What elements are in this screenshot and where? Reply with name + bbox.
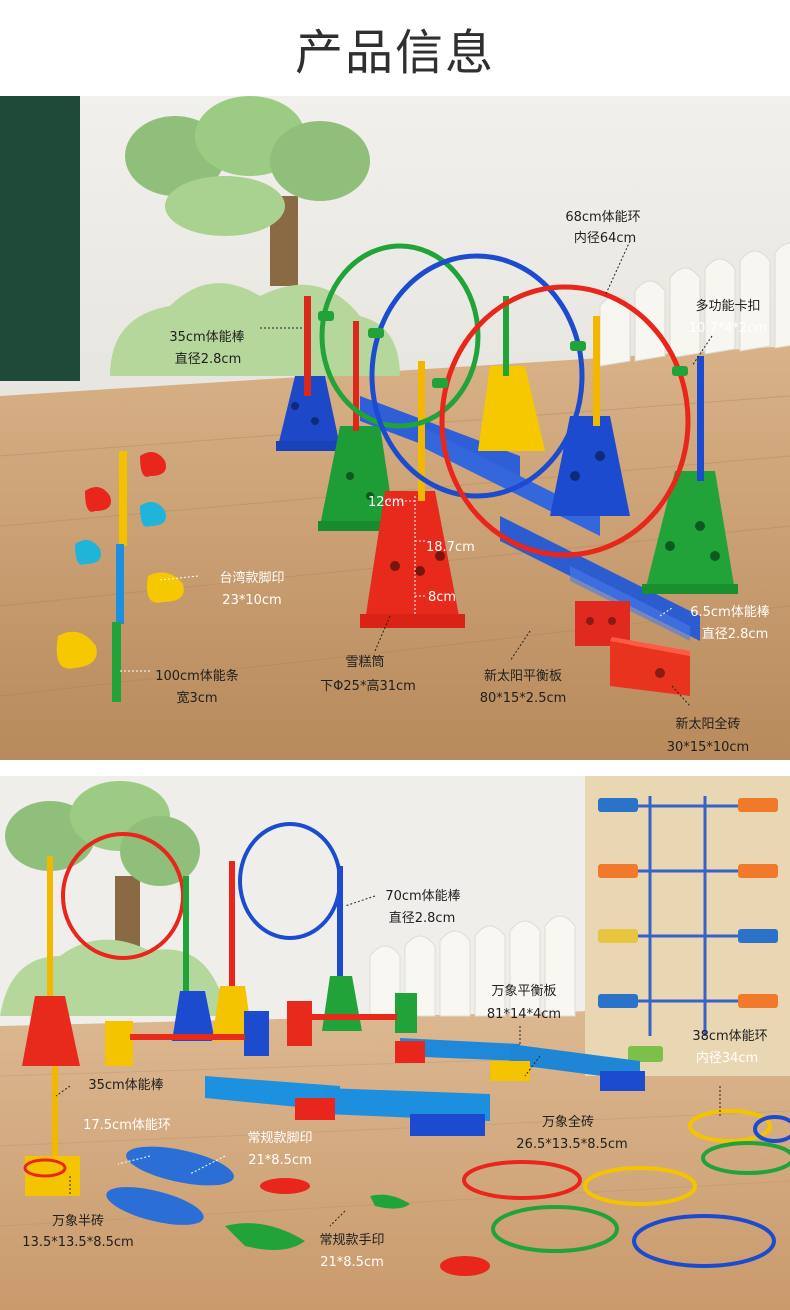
footprint-size-label: 23*10cm — [222, 593, 281, 608]
ring68-size-label: 内径64cm — [574, 230, 636, 246]
climbing-net-wall — [585, 776, 790, 1076]
multi-clips — [318, 311, 688, 388]
ring38-size-label: 内径34cm — [696, 1050, 758, 1066]
beam-size-label: 80*15*2.5cm — [480, 691, 567, 706]
cone-bottom-dimension: 8cm — [428, 590, 456, 605]
ring38-name-label: 38cm体能环 — [692, 1029, 767, 1044]
cone-size-label: 下Φ25*高31cm — [320, 678, 416, 694]
product-photo-obstacle-course: 68cm体能环 内径64cm 多功能卡扣 10.7*4*2cm 35cm体能棒 … — [0, 96, 790, 760]
ring68-name-label: 68cm体能环 — [565, 210, 640, 225]
strip-size-label: 宽3cm — [176, 690, 217, 706]
full-brick-size-label: 26.5*13.5*8.5cm — [516, 1137, 627, 1152]
vientiane-bricks — [105, 993, 417, 1066]
stick65-size-label: 直径2.8cm — [702, 627, 769, 642]
label-leaders — [55, 895, 721, 1227]
stick35-size-label: 直径2.8cm — [175, 352, 242, 367]
stick70-name-label: 70cm体能棒 — [385, 889, 460, 904]
cone-height-dimension: 18.7cm — [426, 540, 475, 555]
stick70-size-label: 直径2.8cm — [389, 911, 456, 926]
beam-name-label: 万象平衡板 — [491, 984, 556, 999]
exercise-sticks — [47, 856, 343, 1176]
clip-size-label: 10.7*4*2cm — [689, 321, 767, 336]
wall-fence — [369, 915, 576, 1017]
chalkboard — [0, 96, 80, 381]
stick35-name-label: 35cm体能棒 — [88, 1078, 163, 1093]
cone-top-dimension: 12cm — [368, 495, 404, 510]
label-leaders — [120, 240, 713, 707]
product-photo-balance-set: 70cm体能棒 直径2.8cm 万象平衡板 81*14*4cm 38cm体能环 … — [0, 776, 790, 1310]
brick-name-label: 新太阳全砖 — [675, 716, 740, 732]
sun-bricks — [575, 601, 690, 696]
footprints — [56, 452, 184, 669]
handprint-name-label: 常规款手印 — [319, 1233, 384, 1248]
exercise-sticks — [304, 296, 704, 501]
regular-footprint-size-label: 21*8.5cm — [248, 1153, 312, 1168]
half-brick-name-label: 万象半砖 — [52, 1214, 104, 1229]
brick-size-label: 30*15*10cm — [667, 740, 749, 755]
full-brick-name-label: 万象全砖 — [542, 1114, 594, 1130]
half-brick-size-label: 13.5*13.5*8.5cm — [22, 1235, 133, 1250]
clip-name-label: 多功能卡扣 — [695, 298, 760, 314]
handprint-size-label: 21*8.5cm — [320, 1255, 384, 1270]
stick35-name-label: 35cm体能棒 — [169, 330, 244, 345]
floor-prints — [106, 1146, 490, 1276]
beam-name-label: 新太阳平衡板 — [484, 668, 562, 684]
tree-wall-decoration — [0, 781, 220, 1016]
cones — [276, 366, 738, 628]
hoops — [319, 243, 691, 558]
exercise-strip — [112, 451, 127, 702]
stick65-name-label: 6.5cm体能棒 — [690, 605, 770, 620]
page-title: 产品信息 — [294, 25, 495, 81]
vientiane-balance-boards — [205, 1038, 645, 1136]
beam-size-label: 81*14*4cm — [487, 1007, 561, 1022]
strip-name-label: 100cm体能条 — [155, 668, 239, 684]
hoops-38 — [462, 1109, 790, 1268]
regular-footprint-name-label: 常规款脚印 — [247, 1130, 312, 1146]
footprint-name-label: 台湾款脚印 — [219, 570, 284, 586]
cone-name-label: 雪糕筒 — [345, 654, 384, 670]
ring17-name-label: 17.5cm体能环 — [83, 1118, 171, 1133]
